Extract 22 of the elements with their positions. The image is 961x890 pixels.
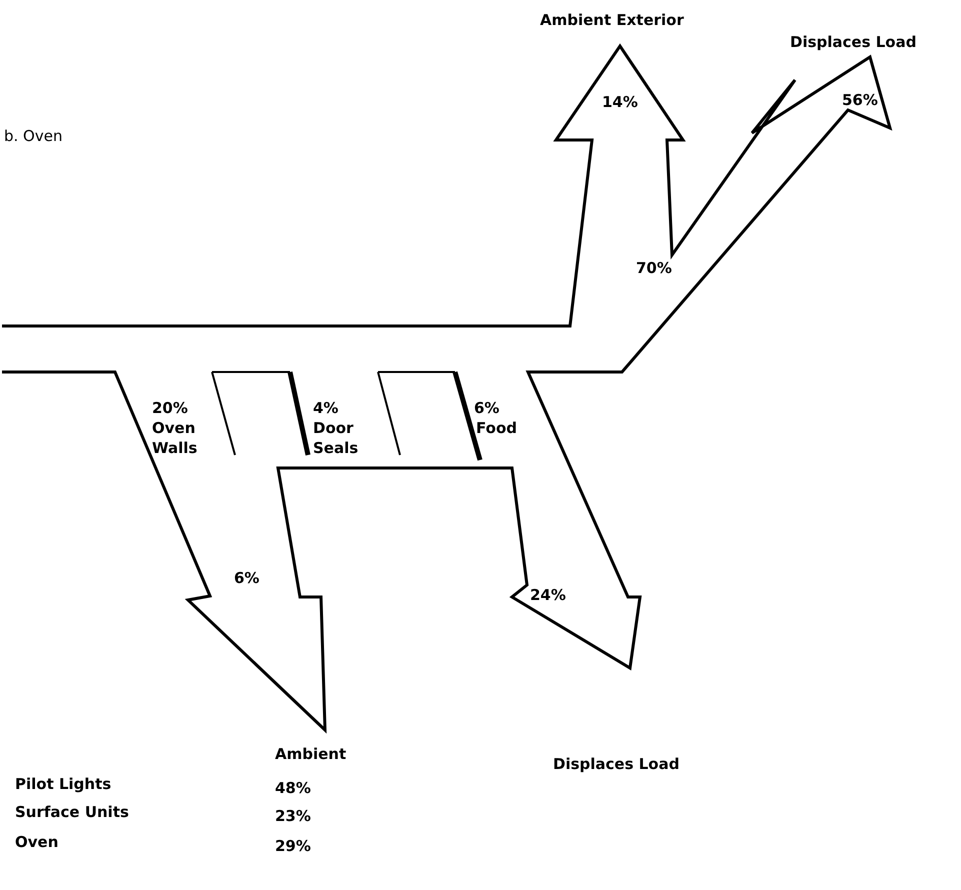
table-value: 29% [275,836,311,856]
percent-label: 4% [313,398,338,418]
flow-label: Door Seals [313,418,360,458]
flow-label: Oven Walls [152,418,198,458]
table-row-label: Pilot Lights [15,774,112,794]
percent-label: 6% [234,568,260,588]
diagram-title: b. Oven [4,126,62,146]
flow-label: Displaces Load [790,32,916,52]
percent-label: 14% [602,92,638,112]
percent-label: 20% [152,398,188,418]
percent-label: 70% [636,258,672,278]
percent-label: 24% [530,585,566,605]
flow-label: Ambient [275,744,346,764]
percent-label: 6% [474,398,500,418]
flow-label: Food [476,418,517,438]
table-value: 23% [275,806,311,826]
table-row-label: Surface Units [15,802,129,822]
flow-label: Ambient Exterior [540,10,684,30]
flow-label: Displaces Load [553,754,680,774]
table-value: 48% [275,778,311,798]
percent-label: 56% [842,90,878,110]
table-row-label: Oven [15,832,58,852]
